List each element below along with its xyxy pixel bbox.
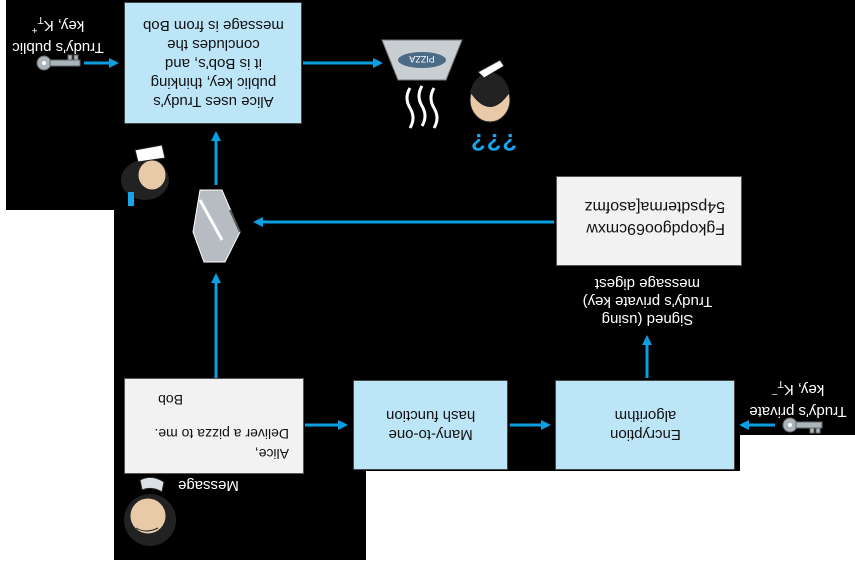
alice-box: Alice uses Trudy's public key, thinking … bbox=[124, 2, 302, 124]
top-right-panel bbox=[364, 0, 855, 168]
pizza-sign-text: PIZZA bbox=[409, 54, 435, 64]
message-document: Alice, Deliver a pizza to me. Bob bbox=[124, 378, 304, 474]
pizza-guy-icon bbox=[469, 59, 511, 123]
digest-document: Fgkopdgoo69cmxw 54psdterma[asofmz bbox=[556, 176, 742, 266]
alice-person-icon bbox=[121, 144, 169, 206]
pizza-sign-icon: PIZZA bbox=[381, 39, 463, 129]
receiver-pipe-icon bbox=[192, 189, 241, 263]
private-key-icon bbox=[782, 417, 823, 434]
hash-function-box: Many-to-one hash function bbox=[353, 380, 508, 470]
bob-person-icon bbox=[124, 476, 176, 546]
public-key-icon bbox=[36, 54, 81, 71]
encryption-box: Encryption algorithm bbox=[555, 380, 735, 470]
